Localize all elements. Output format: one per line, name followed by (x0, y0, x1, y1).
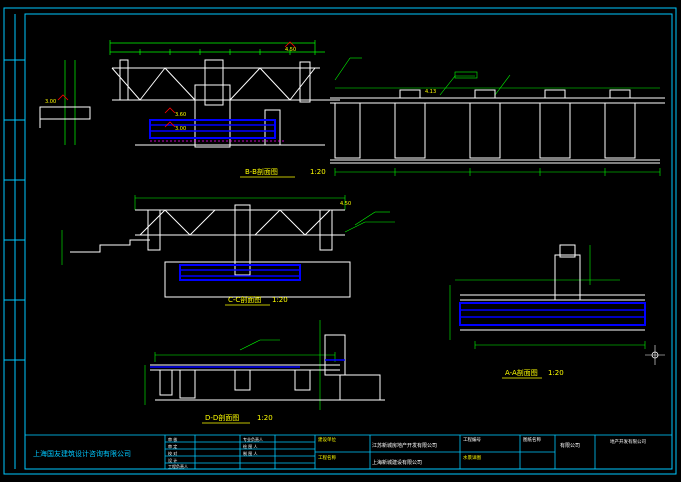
bb-elev-mid1: 3.60 (175, 112, 186, 118)
cc-water (179, 264, 301, 281)
tb-col1-row3: 设 计 (168, 457, 177, 463)
tb-far-right-company: 地产开发有限公司 (610, 438, 646, 445)
tb-col2-row1: 绘 图 人 (243, 443, 258, 449)
section-cc: 4.50 C-C剖面图 1:20 (61, 195, 395, 306)
tb-col1-row2: 校 对 (168, 450, 177, 456)
bb-section-scale: 1:20 (310, 168, 326, 176)
tb-sheet-label: 工程编号 (463, 436, 481, 443)
section-dd: D-D剖面图 1:20 (144, 320, 385, 424)
tb-col1-row4: 工程负责人 (168, 463, 188, 469)
tb-right-company: 有限公司 (560, 442, 580, 449)
bb-elev-left: 3.00 (45, 99, 56, 105)
tb-sheet-value: 水景详图 (463, 454, 481, 461)
sheet-frame (3, 7, 677, 475)
bb-water (149, 119, 285, 142)
tb-project-label: 建设单位 (318, 436, 336, 443)
cc-section-title: C-C剖面图 (228, 295, 261, 304)
aa-water (459, 302, 646, 326)
bb-section-title: B-B剖面图 (245, 167, 278, 176)
aa-section-scale: 1:20 (548, 369, 564, 377)
dd-section-title: D-D剖面图 (205, 413, 239, 422)
aa-section-title: A-A剖面图 (505, 368, 538, 377)
bb-elev-right: 4.13 (425, 89, 436, 95)
cc-section-scale: 1:20 (272, 296, 288, 304)
tb-col2-row0: 专业负责人 (243, 436, 263, 442)
tb-col2-row2: 制 图 人 (243, 450, 258, 456)
tb-stage-label: 图纸名称 (523, 436, 541, 443)
title-block: 上海国友建筑设计咨询有限公司 审 核 审 定 校 对 设 计 工程负责人 专业负… (24, 434, 673, 470)
cc-elev-top: 4.50 (340, 201, 351, 207)
tb-col1-row1: 审 定 (168, 443, 177, 449)
tb-owner-label: 工程名称 (318, 454, 336, 461)
bb-elev-top: 4.50 (285, 47, 296, 53)
section-bb: 4.50 3.00 3.60 3.00 (39, 40, 665, 178)
tb-project-value: 江苏新城房地产开发有限公司 (372, 442, 437, 449)
tb-owner-value: 上海新城建设有限公司 (372, 459, 422, 466)
title-block-company: 上海国友建筑设计咨询有限公司 (33, 449, 131, 458)
bb-elev-mid2: 3.00 (175, 126, 186, 132)
dd-section-scale: 1:20 (257, 414, 273, 422)
section-aa: A-A剖面图 1:20 (449, 244, 665, 379)
tb-col1-row0: 审 核 (168, 436, 177, 442)
